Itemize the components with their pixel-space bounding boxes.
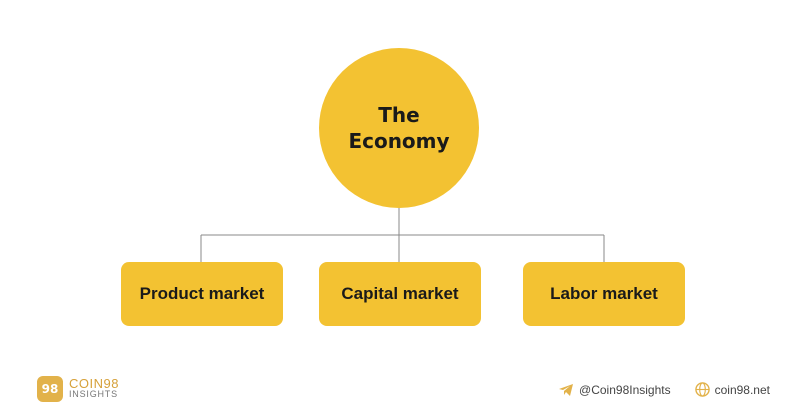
child-node-capital-market: Capital market [319, 262, 481, 326]
root-label-line2: Economy [348, 129, 450, 153]
footer-contacts: @Coin98Insights coin98.net [534, 382, 770, 397]
globe-icon [694, 382, 710, 397]
brand-name: COIN98 [69, 376, 119, 391]
child-node-product-market: Product market [121, 262, 283, 326]
child-node-labor-market: Labor market [523, 262, 685, 326]
root-label-line1: The [378, 103, 420, 127]
brand-sub: INSIGHTS [69, 389, 118, 399]
telegram-icon [559, 383, 574, 396]
logo-mark-icon: 98 [37, 376, 63, 402]
root-node-economy: The Economy [319, 48, 479, 208]
telegram-link[interactable]: @Coin98Insights [558, 383, 671, 397]
website-link[interactable]: coin98.net [694, 382, 770, 397]
root-node-label: The Economy [334, 102, 464, 154]
telegram-handle: @Coin98Insights [579, 382, 671, 397]
website-url: coin98.net [714, 382, 770, 397]
brand-logo: 98 COIN98 INSIGHTS [37, 376, 119, 402]
